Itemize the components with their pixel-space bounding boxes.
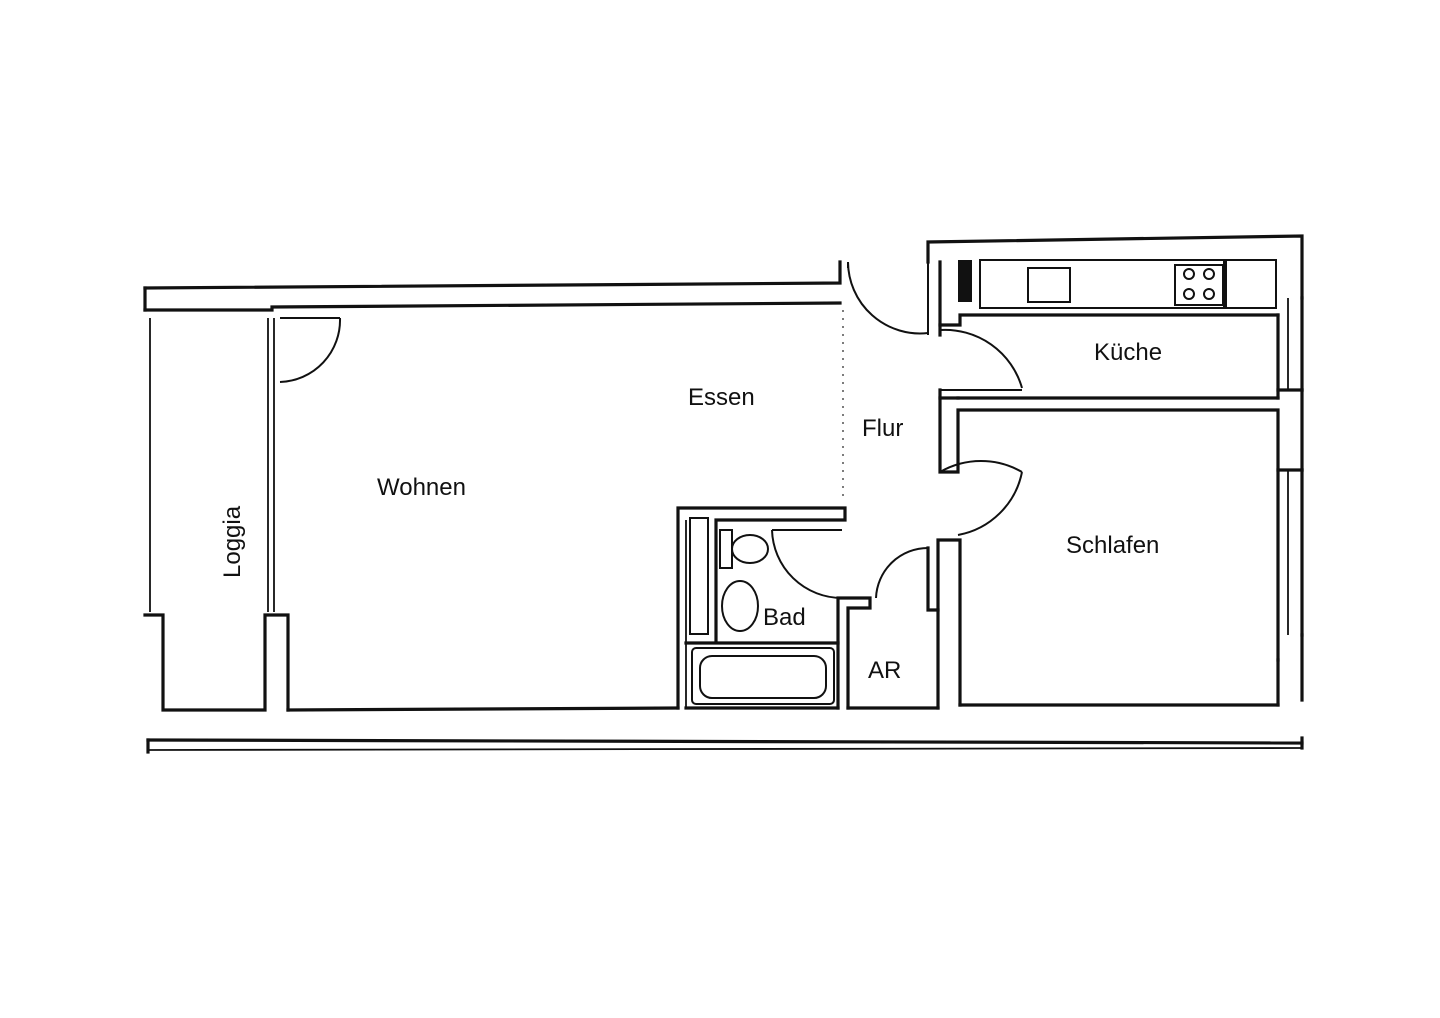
bathroom-walls: [676, 506, 872, 710]
room-label-schlafen: Schlafen: [1066, 532, 1159, 559]
sink-icon: [1027, 267, 1071, 303]
stove-icon: [1174, 264, 1224, 306]
room-label-essen: Essen: [688, 384, 755, 411]
kitchen-counter: [958, 259, 1277, 309]
room-label-bad: Bad: [763, 604, 806, 631]
room-label-flur: Flur: [862, 415, 903, 442]
hall-walls: [846, 261, 1280, 710]
bathtub-icon: [691, 647, 835, 705]
bath-fixtures: [689, 517, 835, 705]
room-label-kueche: Küche: [1094, 339, 1162, 366]
room-label-wohnen: Wohnen: [377, 474, 466, 501]
loggia-walls: [143, 318, 290, 712]
shelf-icon: [689, 517, 709, 635]
toilet-icon: [719, 529, 769, 569]
washbasin-icon: [721, 580, 759, 632]
outer-walls: [143, 234, 1304, 754]
room-label-ar: AR: [868, 657, 901, 684]
fridge-icon: [958, 260, 972, 302]
living-walls: [279, 310, 844, 712]
room-label-loggia: Loggia: [219, 505, 246, 578]
